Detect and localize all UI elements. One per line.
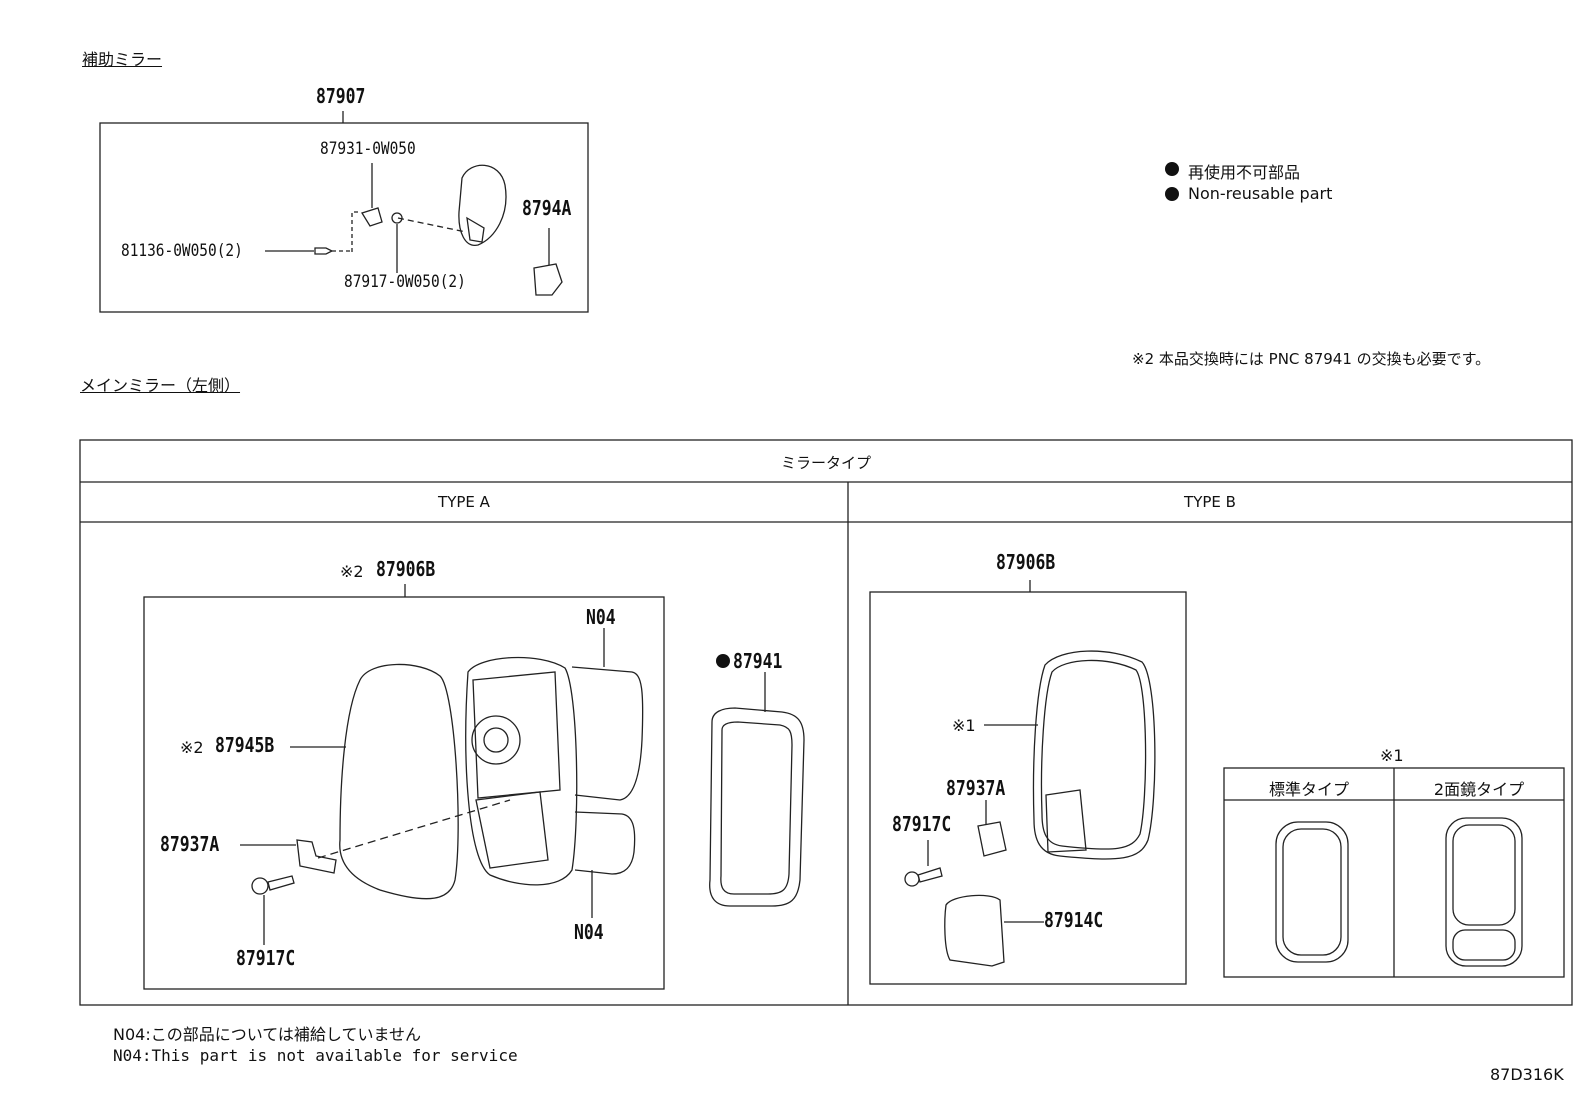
type-a-n04-lower-pad [574,811,636,875]
aux-mirror-section-title: 補助ミラー [82,50,163,69]
type-a-housing-lower [475,791,549,869]
type-b-screw-part: 87917C [892,812,952,836]
type-a-n04-upper-pad [571,666,644,801]
aux-bracket-shape [361,207,383,227]
type-a-screw-head [251,877,269,895]
note-mark-2: ※2 本品交換時には PNC 87941 の交換も必要です。 [1132,350,1491,368]
aux-nut-part: 87917-0W050(2) [344,272,466,292]
inset-column-dual: 2面鏡タイプ [1433,780,1525,799]
non-reusable-mark-icon [716,654,730,668]
aux-dash-to-mirror [397,217,467,233]
type-b-bracket-shape [977,821,1007,857]
inset-standard-mirror-inner [1282,828,1342,956]
footnote-jp: N04:この部品については補給していません [113,1025,421,1044]
type-a-screw-shank [267,875,295,891]
type-a-mirror-housing [465,656,578,886]
type-a-bracket-part: 87937A [160,832,220,856]
type-b-screw-shank [917,867,943,883]
legend-non-reusable-en: Non-reusable part [1188,184,1333,203]
type-b-cover-shape [944,894,1005,967]
aux-assembly-number: 87907 [316,84,366,108]
aux-bracket-part: 87931-0W050 [320,139,416,159]
table-column-type-a: TYPE A [438,493,490,511]
inset-dual-mirror-main [1452,824,1516,926]
aux-screw-shape [314,247,334,255]
inset-column-standard: 標準タイプ [1268,780,1349,799]
table-column-type-b: TYPE B [1184,493,1236,511]
type-b-mirror-housing [1032,650,1156,860]
type-a-frame-inner [720,721,793,895]
type-a-assembly-box [143,596,665,990]
mirror-type-table [79,439,1573,1006]
inset-dual-mirror-outer [1445,817,1523,967]
legend-bullet-en [1165,187,1179,201]
aux-dash-vertical [351,211,358,255]
aux-nut-shape [391,212,403,224]
type-b-assembly-number: 87906B [996,550,1056,574]
type-a-assembly-number: 87906B [376,557,436,581]
type-b-mirror-glass [1040,659,1147,850]
type-b-assembly-box [869,591,1187,985]
type-b-screw-head [904,871,920,887]
type-a-mirror-glass [339,663,459,900]
type-b-cover-part: 87914C [1044,908,1104,932]
diagram-code: 87D316K [1490,1065,1564,1084]
type-a-mirror-mark: ※2 [180,738,204,757]
type-a-mirror-part: 87945B [215,733,275,757]
type-a-frame-outer [709,707,805,907]
aux-cover-shape [533,263,563,296]
aux-mirror-mount [466,216,485,243]
type-a-n04-top: N04 [586,605,616,629]
aux-mirror-box [99,122,589,313]
type-a-assembly-dash [317,799,511,859]
type-a-motor-inner [483,727,509,753]
type-a-motor [471,715,521,765]
footnote-en: N04:This part is not available for servi… [113,1046,518,1065]
inset-standard-mirror-outer [1275,821,1349,963]
type-a-housing-inner [472,671,561,799]
type-a-n04-bottom: N04 [574,920,604,944]
aux-screw-part: 81136-0W050(2) [121,241,243,261]
aux-cover-part: 8794A [522,196,572,220]
type-b-mount [1045,789,1087,853]
type-a-frame-part: 87941 [733,649,783,673]
type-a-screw-part: 87917C [236,946,296,970]
type-a-bracket-shape [296,839,337,874]
main-mirror-section-title: メインミラー（左側） [80,376,241,395]
type-b-mirror-mark: ※1 [952,716,976,735]
inset-mark-1: ※1 [1380,746,1404,765]
legend-bullet-jp [1165,162,1179,176]
type-a-assembly-mark: ※2 [340,562,364,581]
legend-non-reusable-jp: 再使用不可部品 [1188,163,1301,182]
aux-round-mirror [458,164,507,246]
table-header-mirror-type: ミラータイプ [780,454,871,472]
inset-dual-mirror-sub [1452,929,1516,961]
type-b-bracket-part: 87937A [946,776,1006,800]
